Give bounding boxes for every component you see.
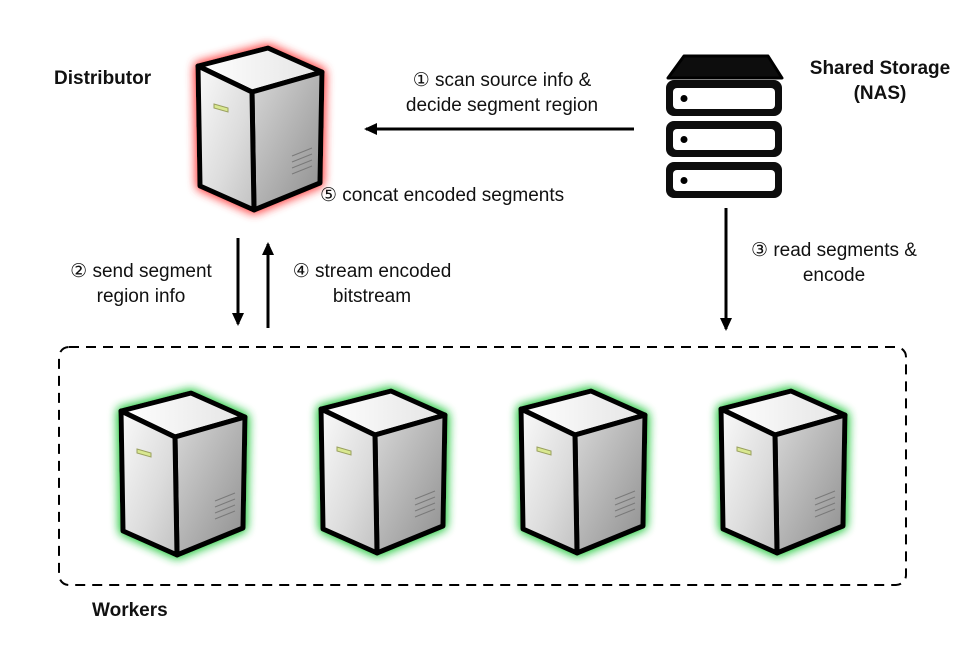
distributor-server-icon [198, 48, 322, 210]
step5-label: ⑤ concat encoded segments [320, 185, 565, 206]
worker-server-icon [121, 393, 245, 555]
workers-group-box [58, 346, 907, 586]
worker-server-icon [721, 391, 845, 553]
shared-storage-title: Shared Storage [809, 58, 951, 79]
worker-server-icon [521, 391, 645, 553]
step1-line1: ① scan source info & [412, 70, 592, 91]
workers-label: Workers [92, 600, 168, 621]
worker-server-icon [321, 391, 445, 553]
step4-label: ④ stream encoded bitstream [280, 259, 464, 309]
shared-storage-label: Shared Storage (NAS) [798, 56, 962, 106]
step3-line1: ③ read segments & [751, 240, 917, 261]
nas-storage-stack-icon [666, 54, 784, 198]
step1-label: ① scan source info & decide segment regi… [384, 68, 620, 118]
step2-line1: ② send segment [70, 261, 212, 282]
step1-line2: decide segment region [405, 95, 599, 116]
step4-line2: bitstream [332, 286, 412, 307]
step3-label: ③ read segments & encode [736, 238, 932, 288]
shared-storage-subtitle: (NAS) [853, 83, 907, 104]
step2-line2: region info [96, 286, 186, 307]
distributor-label: Distributor [54, 68, 152, 89]
step2-label: ② send segment region info [56, 259, 226, 309]
step4-line1: ④ stream encoded [292, 261, 452, 282]
step3-line2: encode [802, 265, 866, 286]
